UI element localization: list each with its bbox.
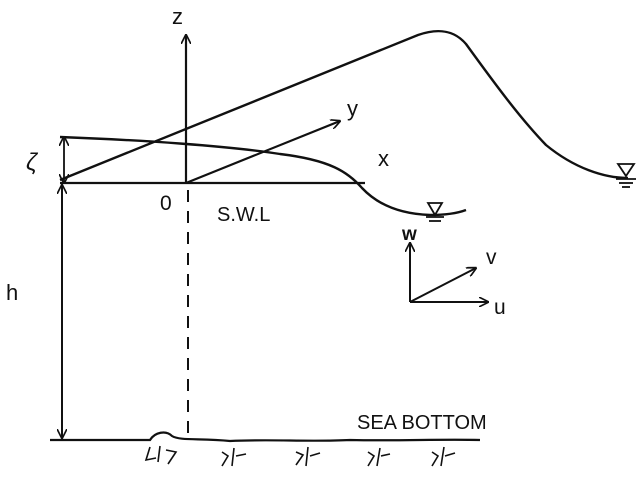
depth-label: h xyxy=(6,280,18,305)
z-axis-label: z xyxy=(172,4,183,29)
y-axis-label: y xyxy=(347,96,358,121)
water-level-symbol xyxy=(426,202,444,222)
water-level-symbol-right xyxy=(616,163,636,188)
u-label: u xyxy=(494,296,506,319)
wave-crest-profile xyxy=(59,29,629,182)
sea-bottom-hatching xyxy=(144,445,456,467)
sea-bottom-label: SEA BOTTOM xyxy=(357,412,487,434)
v-label: v xyxy=(486,246,497,269)
swl-label: S.W.L xyxy=(217,204,270,226)
zeta-label: ζ xyxy=(26,149,39,176)
sea-bottom-line xyxy=(50,431,481,443)
v-velocity-arrow xyxy=(409,268,476,303)
origin-label: 0 xyxy=(160,192,172,215)
x-axis-label: x xyxy=(378,146,389,171)
w-label: w xyxy=(401,224,417,245)
